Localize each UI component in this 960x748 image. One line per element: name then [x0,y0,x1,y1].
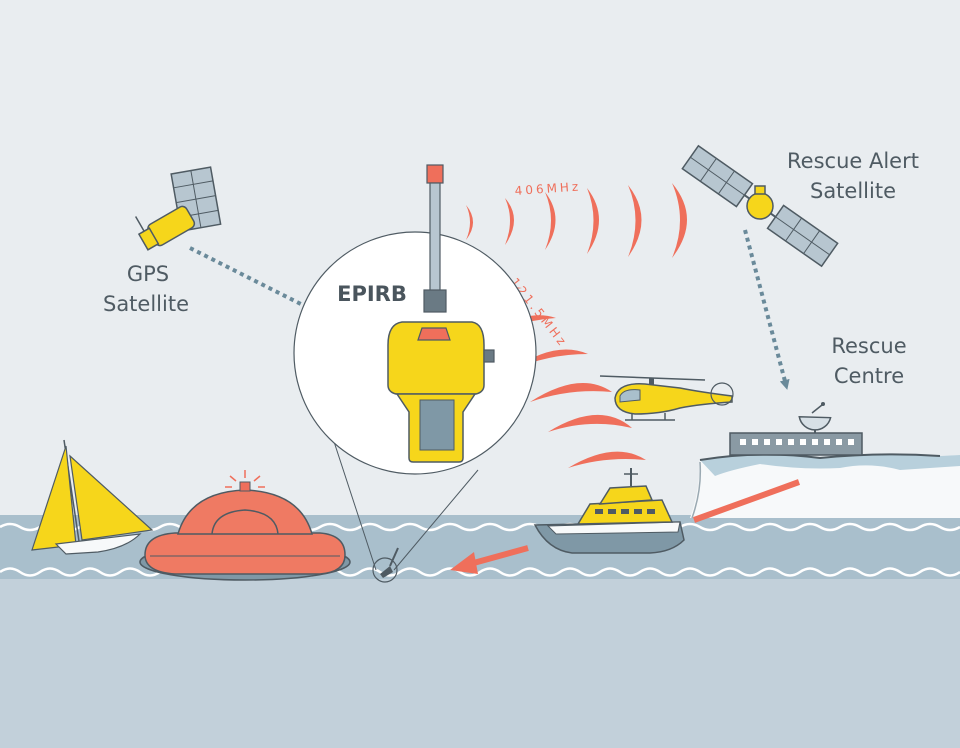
rescue-alert-satellite-label-line2: Satellite [810,179,896,203]
sea [0,515,960,748]
rescue-alert-satellite-label-line1: Rescue Alert [787,149,919,173]
rescue-alert-satellite-icon [681,144,839,268]
rescue-centre-to-lifeboat-line [692,479,801,523]
signal-406mhz-arcs [466,183,687,258]
zoom-line-right [393,469,479,571]
coastline-cliff [690,453,960,519]
lifeboat-to-raft-arrow [450,545,529,574]
floating-epirb-icon [372,547,399,583]
gps-satellite-icon [134,166,222,251]
sailboat-icon [31,439,154,555]
rescue-helicopter-icon [599,375,734,421]
satellite-to-rescue-centre-arrow [743,229,790,390]
epirb-label: EPIRB [337,282,407,306]
life-raft-icon [139,470,351,581]
rescue-centre-label-line1: Rescue [831,334,906,358]
lifeboat-icon [533,468,685,554]
gps-to-epirb-arrow [189,246,381,345]
gps-satellite-label-line1: GPS [127,262,169,286]
satellite-dish-icon [798,402,832,433]
rescue-centre-building [729,432,863,456]
rescue-centre-label-line2: Centre [834,364,904,388]
gps-satellite-label-line2: Satellite [103,292,189,316]
freq-406-label: 406MHz [514,179,581,198]
epirb-beacon-icon [387,164,495,463]
